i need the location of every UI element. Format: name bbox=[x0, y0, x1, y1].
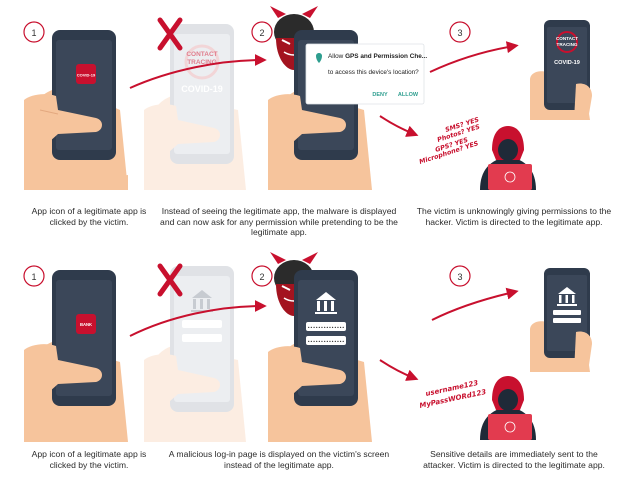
row1-caption-1: App icon of a legitimate app is clicked … bbox=[31, 206, 147, 227]
row1-dialog-text-pre: Allow bbox=[328, 53, 345, 60]
row2-username-value: •••••••••••••• bbox=[307, 326, 344, 331]
row1-step1-badge: 1 bbox=[23, 21, 45, 43]
row1-caption-3: The victim is unknowingly giving permiss… bbox=[416, 206, 612, 227]
row2-password-field[interactable] bbox=[306, 336, 346, 345]
row2-arrow-to-malware bbox=[129, 300, 267, 337]
row2-hacker-icon bbox=[480, 376, 536, 440]
row1-result-app-title2: TRACING bbox=[557, 42, 578, 47]
row1-cross-icon bbox=[157, 17, 183, 51]
row1-fake-app-title2: TRACING bbox=[187, 59, 217, 66]
svg-text:Allow GPS and Permis­sion Che.: Allow GPS and Permis­sion Che... bbox=[328, 53, 427, 60]
row2-arrow-to-hacker bbox=[379, 359, 419, 381]
row2-step1-badge: 1 bbox=[23, 265, 45, 287]
row1-dialog-text-post: to access this device's location? bbox=[328, 69, 419, 76]
row1-caption-2: Instead of seeing the legitimate app, th… bbox=[160, 206, 398, 237]
row1-phone1: COVID-19 bbox=[18, 30, 140, 200]
row1-step3-badge: 3 bbox=[449, 21, 471, 43]
row2-step1-number: 1 bbox=[31, 272, 36, 282]
row2-caption-1: App icon of a legitimate app is clicked … bbox=[31, 449, 147, 470]
row2-step3-badge: 3 bbox=[449, 265, 471, 287]
row2-step3-number: 3 bbox=[457, 272, 462, 282]
row2-arrow-to-legit bbox=[431, 287, 519, 321]
row1-fake-app-title1: CONTACT bbox=[186, 51, 217, 58]
row2-step2-number: 2 bbox=[259, 272, 264, 282]
row1-arrow-to-malware bbox=[129, 54, 267, 89]
row2-legit-app-icon[interactable] bbox=[76, 314, 96, 334]
row2-leaked-credentials: username123 MyPassWORd123 bbox=[419, 379, 487, 410]
row1-step3-number: 3 bbox=[457, 28, 462, 38]
row2-caption-2: A malicious log-in page is displayed on … bbox=[168, 449, 390, 470]
row2-step2-badge: 2 bbox=[251, 265, 273, 287]
row1-phone3: CONTACT TRACING COVID-19 bbox=[530, 20, 592, 120]
row1-deny-button[interactable]: DENY bbox=[372, 92, 388, 98]
row2-cross-icon bbox=[157, 263, 183, 297]
row1-leaked-permissions: SMS? YES Photos? YES GPS? YES Microphone… bbox=[418, 115, 481, 166]
row2-faded-phone bbox=[144, 266, 246, 442]
row2-phone1: BANK bbox=[24, 270, 128, 442]
row1-dialog-text-bold: GPS and Permis­sion Che... bbox=[345, 53, 427, 60]
row1-arrow-to-hacker bbox=[379, 115, 419, 137]
row2-username-field[interactable] bbox=[306, 322, 346, 331]
row1-result-app-subtitle: COVID-19 bbox=[554, 60, 580, 66]
row1-arrow-to-legit bbox=[429, 41, 519, 73]
row1-permission-dialog: Allow GPS and Permis­sion Che... to acce… bbox=[305, 43, 427, 105]
row2-bank-icon bbox=[315, 292, 337, 314]
row1-fake-app-subtitle: COVID-19 bbox=[181, 84, 223, 94]
row1-location-pin-icon bbox=[316, 53, 322, 63]
row2-phone2: •••••••••••••• •••••••••••••• bbox=[268, 270, 372, 442]
row2-password-value: •••••••••••••• bbox=[307, 340, 344, 345]
row1-result-app-title1: CONTACT bbox=[556, 36, 578, 41]
row1-step2-badge: 2 bbox=[251, 21, 273, 43]
row1-hacker-icon bbox=[480, 126, 536, 190]
row1-faded-phone: CONTACT TRACING COVID-19 bbox=[144, 24, 246, 190]
row1-allow-button[interactable]: ALLOW bbox=[398, 92, 419, 98]
row1-app-icon-label: COVID-19 bbox=[77, 73, 96, 78]
row1-step1-number: 1 bbox=[31, 28, 36, 38]
row1-legit-app-icon[interactable] bbox=[76, 64, 96, 84]
row2-faded-bank-icon bbox=[191, 290, 213, 312]
row2-app-icon-label: BANK bbox=[80, 322, 92, 327]
row2-phone3 bbox=[530, 268, 592, 372]
row2-result-bank-icon bbox=[557, 287, 577, 306]
row1-step2-number: 2 bbox=[259, 28, 264, 38]
row2-caption-3: Sensitive details are immediately sent t… bbox=[423, 449, 605, 470]
